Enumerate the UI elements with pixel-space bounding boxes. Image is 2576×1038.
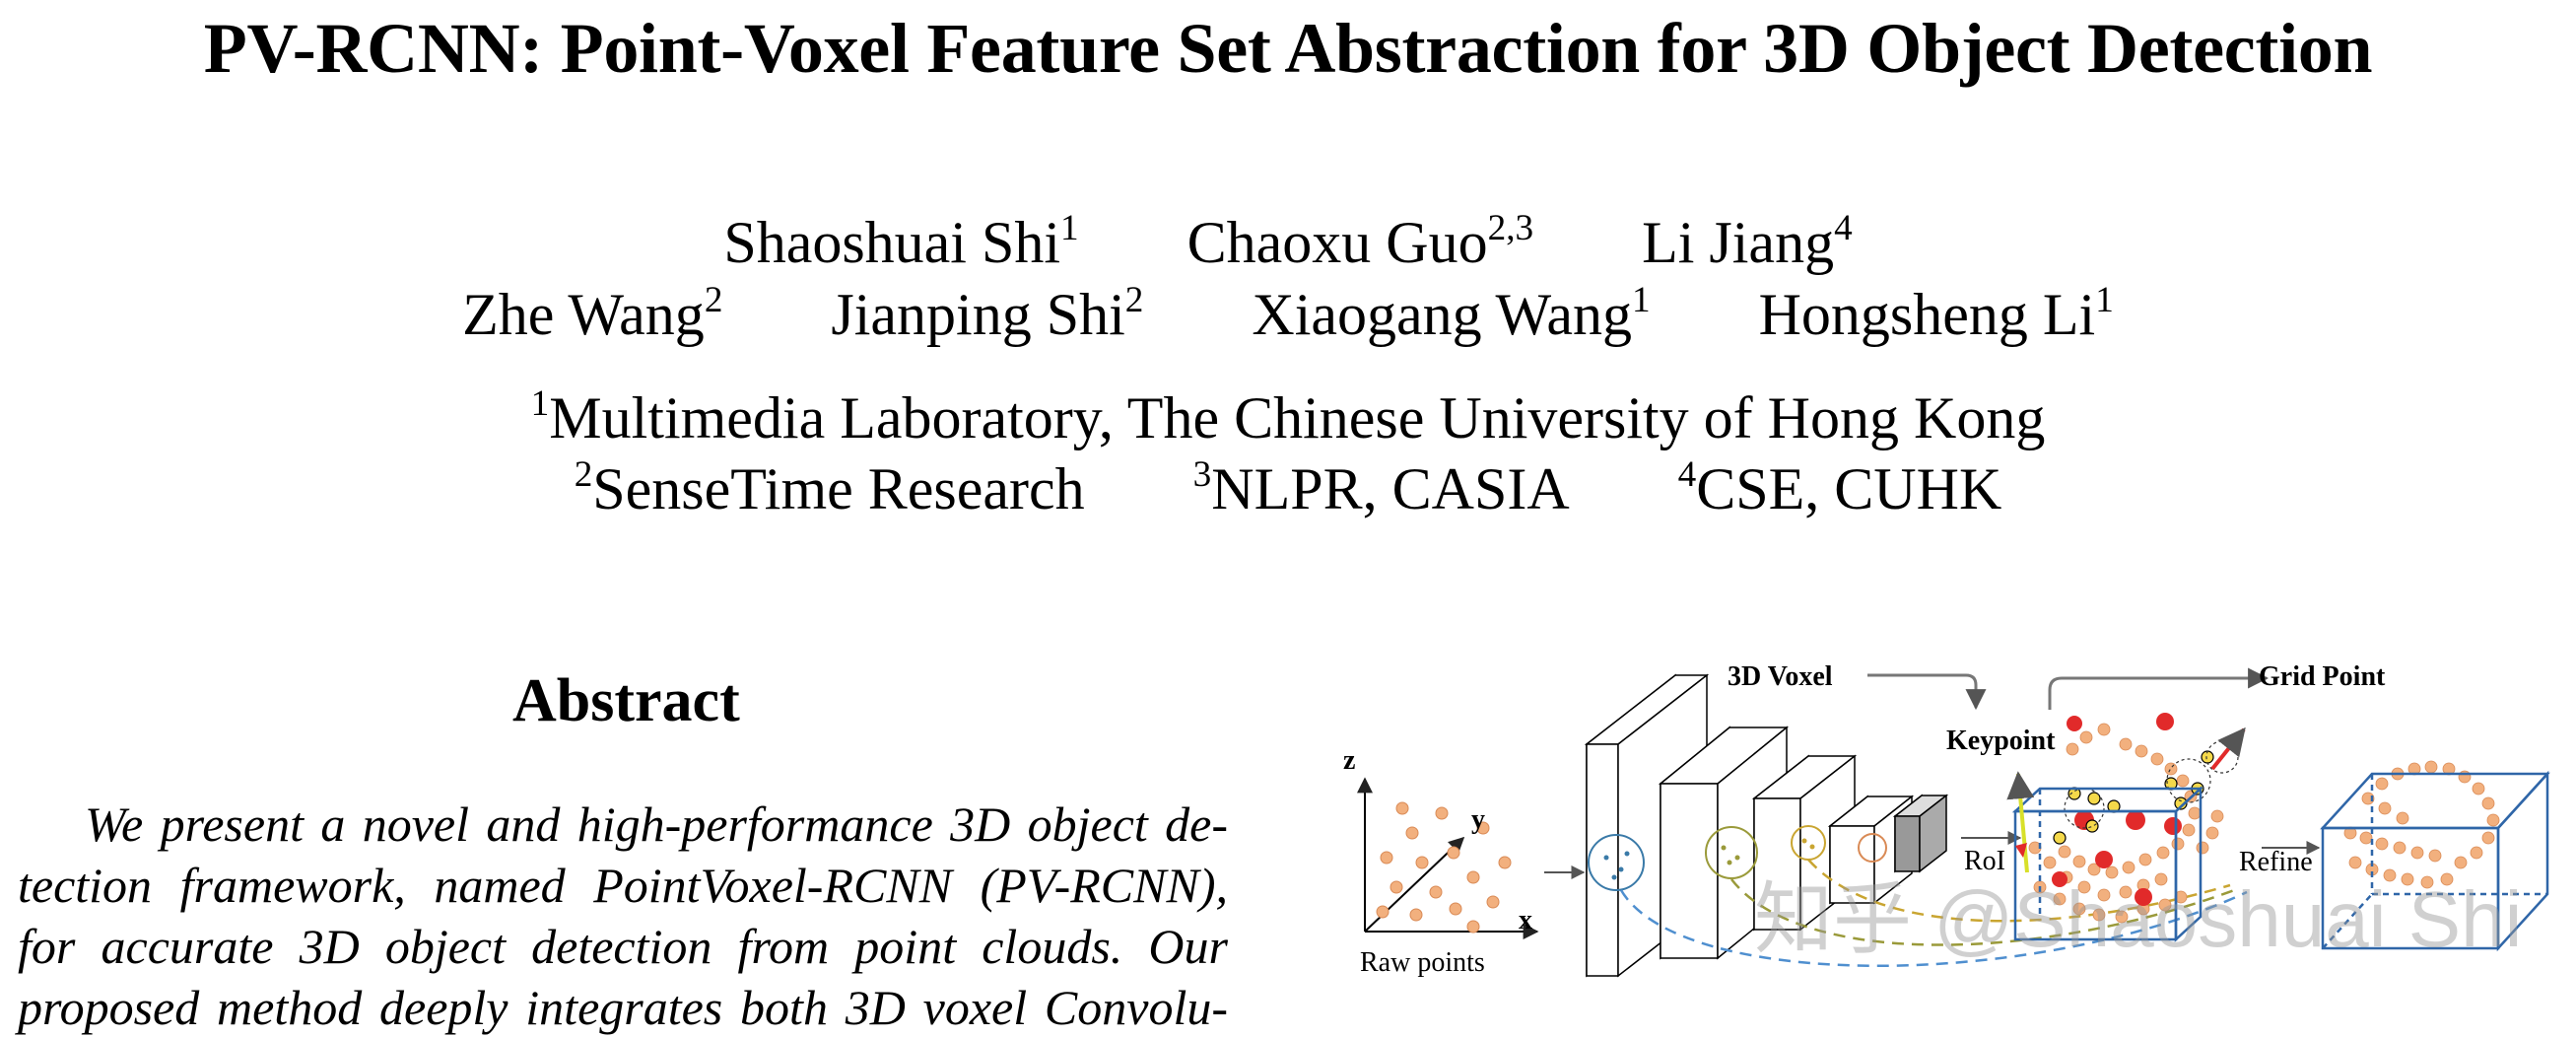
- affiliation-name: SenseTime Research: [592, 456, 1085, 521]
- axis-z-label: z: [1343, 745, 1355, 776]
- author-affiliation-mark: 1: [1060, 207, 1079, 248]
- abstract-line: for accurate 3D object detection from po…: [18, 919, 1228, 974]
- raw-points-caption: Raw points: [1360, 947, 1485, 978]
- affiliation-line-1: 1Multimedia Laboratory, The Chinese Univ…: [0, 384, 2576, 452]
- abstract-heading: Abstract: [512, 667, 740, 734]
- abstract-line: tection framework, named PointVoxel-RCNN…: [18, 858, 1228, 913]
- affiliation-number: 4: [1677, 453, 1697, 495]
- pipeline-figure: z y x Raw points: [1343, 661, 2550, 978]
- author-affiliation-mark: 2: [704, 279, 723, 320]
- keypoint-label: Keypoint: [1946, 726, 2056, 756]
- affiliation-line-2: 2SenseTime Research 3NLPR, CASIA 4CSE, CUH…: [0, 455, 2576, 523]
- axis-x-label: x: [1519, 905, 1532, 935]
- grid-point-label: Grid Point: [2259, 661, 2386, 692]
- abstract-body: We present a novel and high-performance …: [18, 794, 1228, 1038]
- keypoint-cloud: [2006, 713, 2246, 942]
- feature-links: [1619, 859, 2248, 967]
- author-name: Li Jiang: [1642, 210, 1835, 275]
- affiliation-number: 3: [1192, 453, 1212, 495]
- abstract-line: We present a novel and high-performance …: [85, 796, 1228, 852]
- voxel-cnn-stack: [1584, 673, 1949, 978]
- affiliation-name: CSE, CUHK: [1696, 456, 2002, 521]
- affiliation-name: Multimedia Laboratory, The Chinese Unive…: [549, 385, 2046, 450]
- affiliation-number: 1: [530, 382, 550, 424]
- roi-label: RoI: [1964, 846, 2005, 876]
- refine-label: Refine: [2239, 847, 2313, 877]
- axis-y-label: y: [1471, 804, 1485, 835]
- author-name: Xiaogang Wang: [1252, 282, 1632, 347]
- author-name: Hongsheng Li: [1758, 282, 2096, 347]
- author-name: Chaoxu Guo: [1186, 210, 1488, 275]
- author-affiliation-mark: 2: [1124, 279, 1144, 320]
- affiliation-number: 2: [574, 453, 593, 495]
- author-name: Zhe Wang: [462, 282, 705, 347]
- author-name: Jianping Shi: [831, 282, 1125, 347]
- author-affiliation-mark: 1: [1632, 279, 1651, 320]
- abstract-line: proposed method deeply integrates both 3…: [18, 980, 1228, 1035]
- affiliation-name: NLPR, CASIA: [1211, 456, 1570, 521]
- refined-box: [2320, 760, 2550, 952]
- voxel-feature-circles: [1588, 825, 1887, 891]
- author-line-1: Shaoshuai Shi1 Chaoxu Guo2,3 Li Jiang4: [0, 209, 2576, 277]
- voxel-label: 3D Voxel: [1728, 661, 1833, 692]
- paper-title: PV-RCNN: Point-Voxel Feature Set Abstrac…: [203, 9, 2373, 88]
- author-name: Shaoshuai Shi: [723, 210, 1061, 275]
- author-affiliation-mark: 2,3: [1487, 207, 1534, 248]
- watermark: 知乎 @Shaoshuai Shi: [1754, 875, 2523, 963]
- author-affiliation-mark: 1: [2095, 279, 2114, 320]
- author-affiliation-mark: 4: [1834, 207, 1853, 248]
- raw-points-plot: z y x Raw points: [1343, 745, 1539, 978]
